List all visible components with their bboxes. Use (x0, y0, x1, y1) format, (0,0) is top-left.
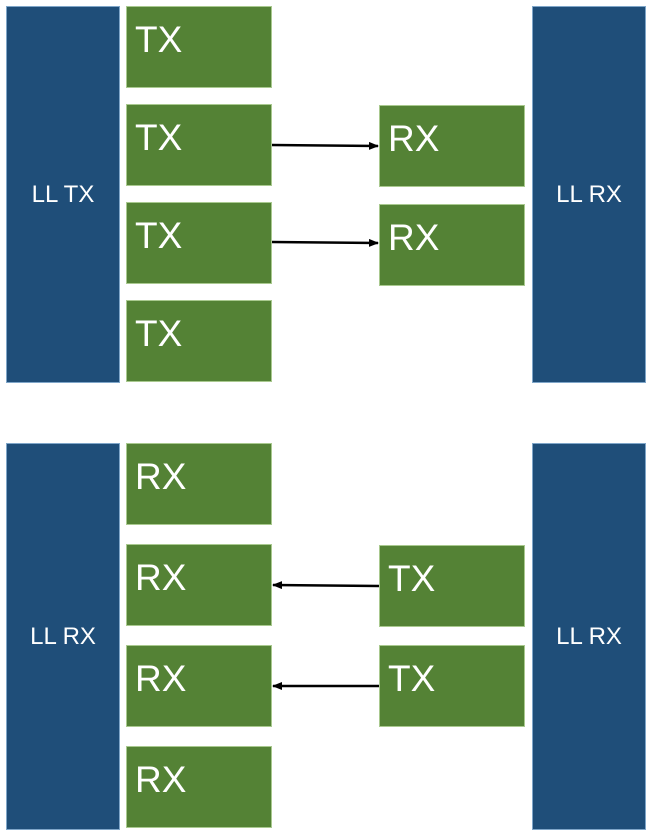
top-left-link-layer-block: LL TX (6, 6, 120, 383)
bottom-arrow-1 (272, 581, 380, 590)
bottom-right-link-layer-block: LL RX (532, 443, 646, 830)
top-right-lane-1: RX (379, 105, 525, 187)
bottom-left-lane-4: RX (126, 746, 272, 828)
bottom-right-lane-1: TX (379, 545, 525, 627)
top-left-lane-1: TX (126, 6, 272, 88)
bottom-right-lane-2: TX (379, 645, 525, 727)
bottom-left-lane-1: RX (126, 443, 272, 525)
top-left-lane-2: TX (126, 104, 272, 186)
top-right-link-layer-label: LL RX (556, 180, 622, 208)
bottom-left-lane-3: RX (126, 645, 272, 727)
bottom-left-lane-2: RX (126, 544, 272, 626)
top-left-lane-4: TX (126, 300, 272, 382)
top-left-link-layer-label: LL TX (31, 180, 95, 208)
top-arrow-2 (271, 238, 379, 247)
bottom-left-link-layer-label: LL RX (30, 622, 96, 650)
bottom-right-link-layer-label: LL RX (556, 622, 622, 650)
bottom-left-link-layer-block: LL RX (6, 443, 120, 830)
top-arrow-1 (271, 141, 379, 150)
top-right-lane-2: RX (379, 204, 525, 286)
top-right-link-layer-block: LL RX (532, 6, 646, 383)
top-left-lane-3: TX (126, 202, 272, 284)
